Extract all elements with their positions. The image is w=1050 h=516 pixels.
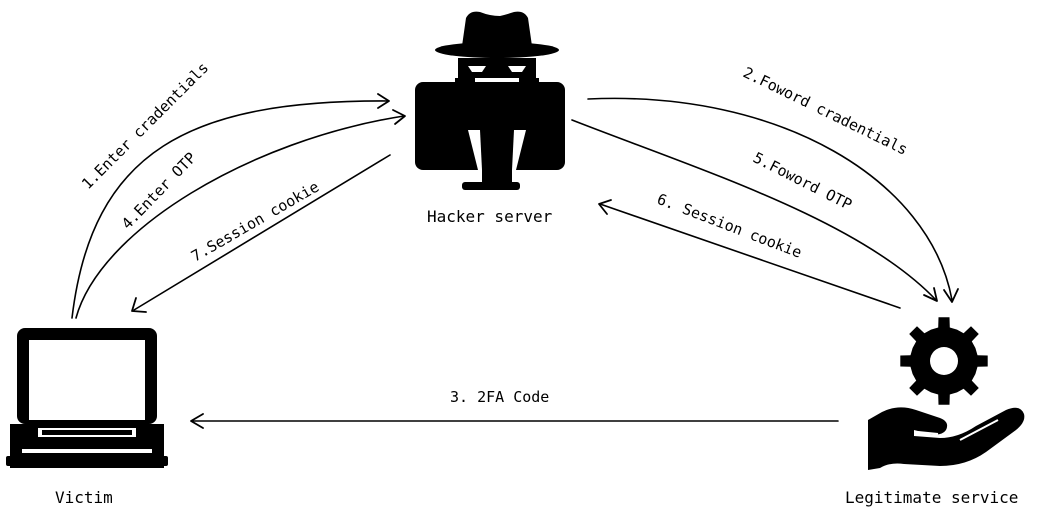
edge-session-cookie-to-hacker [598, 199, 901, 309]
legitimate-service-label: Legitimate service [845, 488, 1018, 507]
gear-hand-icon [868, 317, 1025, 470]
edge-forward-credentials [587, 97, 959, 303]
edge-label-forward-otp: 5.Foword OTP [750, 149, 855, 214]
hacker-server-icon [415, 11, 565, 190]
edge-2fa-code [190, 413, 839, 429]
hacker-server-label: Hacker server [427, 207, 553, 226]
victim-label: Victim [55, 488, 113, 507]
edge-label-2fa-code: 3. 2FA Code [450, 388, 549, 406]
edge-forward-otp [571, 119, 938, 302]
edge-session-cookie-to-victim [131, 154, 391, 313]
laptop-icon [6, 328, 168, 468]
edge-label-session-cookie-to-hacker: 6. Session cookie [655, 190, 805, 262]
edge-label-forward-credentials: 2.Foword cradentials [740, 63, 910, 158]
edge-label-enter-credentials: 1.Enter cradentials [78, 59, 212, 193]
edge-label-session-cookie-to-victim: 7.Session cookie [188, 178, 322, 266]
edge-enter-credentials [71, 93, 390, 319]
edge-label-enter-otp: 4.Enter OTP [118, 149, 200, 233]
edge-enter-otp [75, 109, 406, 319]
